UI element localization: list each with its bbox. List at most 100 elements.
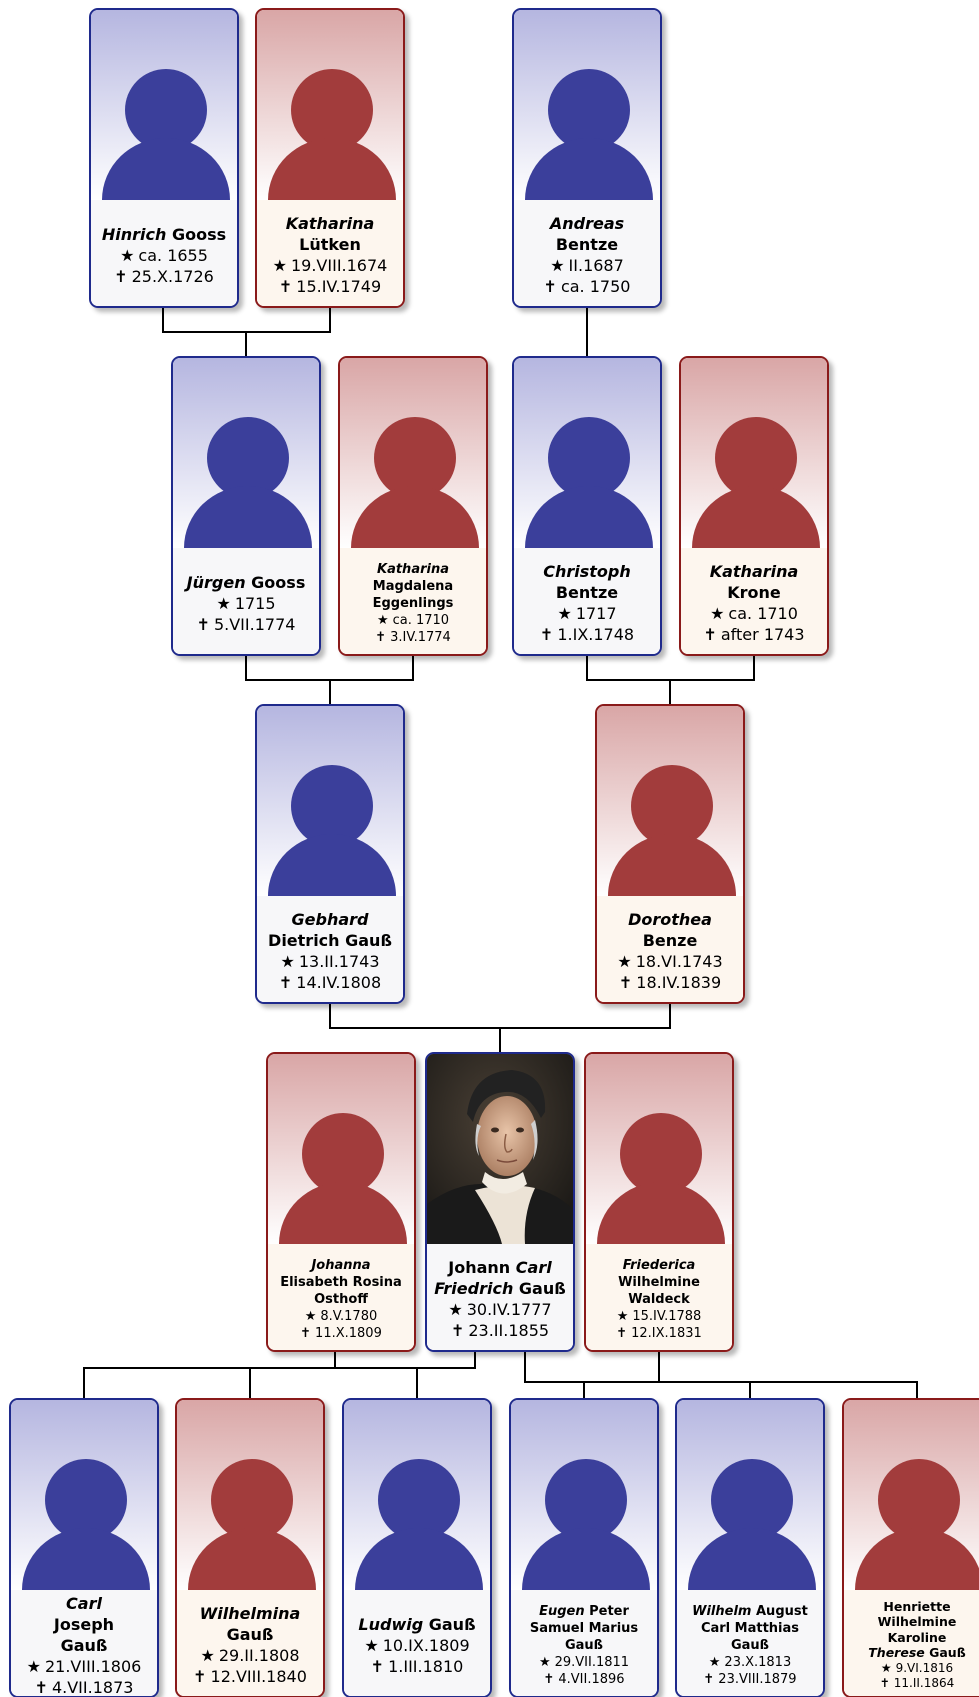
death-date: ✝ca. 1750 <box>543 277 631 296</box>
died-cross-icon: ✝ <box>278 277 293 296</box>
connector-first-marriage <box>83 1352 476 1398</box>
person-name: Johann Carl Friedrich Gauß <box>434 1258 566 1298</box>
death-date: ✝11.X.1809 <box>300 1325 382 1341</box>
person-card-carl-joseph-gauss[interactable]: Carl Joseph Gauß ★21.VIII.1806 ✝4.VII.18… <box>9 1398 159 1697</box>
connector-second-marriage <box>524 1352 918 1398</box>
person-name: Henriette Wilhelmine Karoline Therese Ga… <box>868 1598 966 1661</box>
died-cross-icon: ✝ <box>193 1667 207 1686</box>
female-silhouette-icon <box>597 1113 725 1244</box>
born-star-icon: ★ <box>272 256 287 275</box>
born-star-icon: ★ <box>617 952 632 971</box>
birth-date: ★29.VII.1811 <box>538 1654 630 1670</box>
death-date: ✝15.IV.1749 <box>278 277 382 296</box>
died-cross-icon: ✝ <box>450 1321 465 1340</box>
death-date: ✝1.III.1810 <box>370 1656 464 1676</box>
born-star-icon: ★ <box>304 1308 317 1324</box>
birth-date: ★15.IV.1788 <box>616 1308 702 1324</box>
male-silhouette-icon <box>102 69 230 200</box>
died-cross-icon: ✝ <box>34 1677 48 1697</box>
person-name: Wilhelm August Carl Matthias Gauß <box>692 1603 808 1653</box>
male-silhouette-icon <box>525 69 653 200</box>
death-date: ✝25.X.1726 <box>114 266 214 286</box>
born-star-icon: ★ <box>26 1656 41 1676</box>
born-star-icon: ★ <box>120 245 135 265</box>
birth-date: ★ca. 1655 <box>120 245 208 265</box>
birth-date: ★13.II.1743 <box>280 952 380 971</box>
died-cross-icon: ✝ <box>370 1656 385 1676</box>
person-card-hinrich-gooss[interactable]: Hinrich Gooss ★ca. 1655 ✝25.X.1726 <box>89 8 239 308</box>
death-date: ✝18.IV.1839 <box>618 973 722 992</box>
born-star-icon: ★ <box>708 1654 721 1670</box>
female-silhouette-icon <box>608 765 736 896</box>
died-cross-icon: ✝ <box>703 1671 715 1687</box>
died-cross-icon: ✝ <box>375 629 387 645</box>
born-star-icon: ★ <box>880 1660 892 1675</box>
born-star-icon: ★ <box>280 952 295 971</box>
person-card-carl-friedrich-gauss[interactable]: Johann Carl Friedrich Gauß ★30.IV.1777 ✝… <box>425 1052 575 1352</box>
born-star-icon: ★ <box>710 604 725 623</box>
born-star-icon: ★ <box>216 593 231 613</box>
death-date: ✝12.VIII.1840 <box>193 1667 307 1686</box>
death-date: ✝3.IV.1774 <box>375 629 451 645</box>
male-silhouette-icon <box>355 1459 483 1590</box>
male-silhouette-icon <box>184 417 312 548</box>
birth-date: ★II.1687 <box>550 256 624 275</box>
male-silhouette-icon <box>268 765 396 896</box>
death-date: ✝5.VII.1774 <box>196 614 296 634</box>
portrait-photo-icon <box>427 1054 573 1244</box>
birth-date: ★ca. 1710 <box>710 604 798 623</box>
male-silhouette-icon <box>522 1459 650 1590</box>
person-card-therese-gauss[interactable]: Henriette Wilhelmine Karoline Therese Ga… <box>842 1398 979 1697</box>
born-star-icon: ★ <box>200 1646 215 1665</box>
death-date: ✝23.VIII.1879 <box>703 1671 797 1687</box>
birth-date: ★21.VIII.1806 <box>26 1656 142 1676</box>
died-cross-icon: ✝ <box>114 266 128 286</box>
connector-dorothea-parents <box>586 656 755 704</box>
person-card-wilhelm-gauss[interactable]: Wilhelm August Carl Matthias Gauß ★23.X.… <box>675 1398 825 1697</box>
died-cross-icon: ✝ <box>618 973 633 992</box>
birth-date: ★19.VIII.1674 <box>272 256 388 275</box>
death-date: ✝23.II.1855 <box>450 1321 550 1340</box>
person-card-juergen-gooss[interactable]: Jürgen Gooss ★1715 ✝5.VII.1774 <box>171 356 321 656</box>
person-name: Jürgen Gooss <box>186 572 306 592</box>
birth-date: ★29.II.1808 <box>200 1646 300 1665</box>
person-card-ludwig-gauss[interactable]: Ludwig Gauß ★10.IX.1809 ✝1.III.1810 <box>342 1398 492 1697</box>
female-silhouette-icon <box>188 1459 316 1590</box>
birth-date: ★1717 <box>557 604 617 623</box>
female-silhouette-icon <box>279 1113 407 1244</box>
person-name: Ludwig Gauß <box>358 1614 476 1634</box>
died-cross-icon: ✝ <box>300 1325 312 1341</box>
portrait-photo <box>427 1054 573 1244</box>
person-card-eugen-gauss[interactable]: Eugen Peter Samuel Marius Gauß ★29.VII.1… <box>509 1398 659 1697</box>
connector-gebhard-parents <box>245 656 414 704</box>
died-cross-icon: ✝ <box>543 1671 555 1687</box>
birth-date: ★10.IX.1809 <box>364 1635 470 1655</box>
death-date: ✝4.VII.1896 <box>543 1671 625 1687</box>
died-cross-icon: ✝ <box>196 614 210 634</box>
person-name: Hinrich Gooss <box>101 224 227 244</box>
died-cross-icon: ✝ <box>543 277 557 296</box>
female-silhouette-icon <box>855 1459 979 1590</box>
birth-date: ★9.VI.1816 <box>880 1660 954 1675</box>
female-silhouette-icon <box>268 69 396 200</box>
born-star-icon: ★ <box>364 1635 379 1655</box>
death-date: ✝4.VII.1873 <box>34 1677 134 1697</box>
female-silhouette-icon <box>351 417 479 548</box>
born-star-icon: ★ <box>616 1308 629 1324</box>
